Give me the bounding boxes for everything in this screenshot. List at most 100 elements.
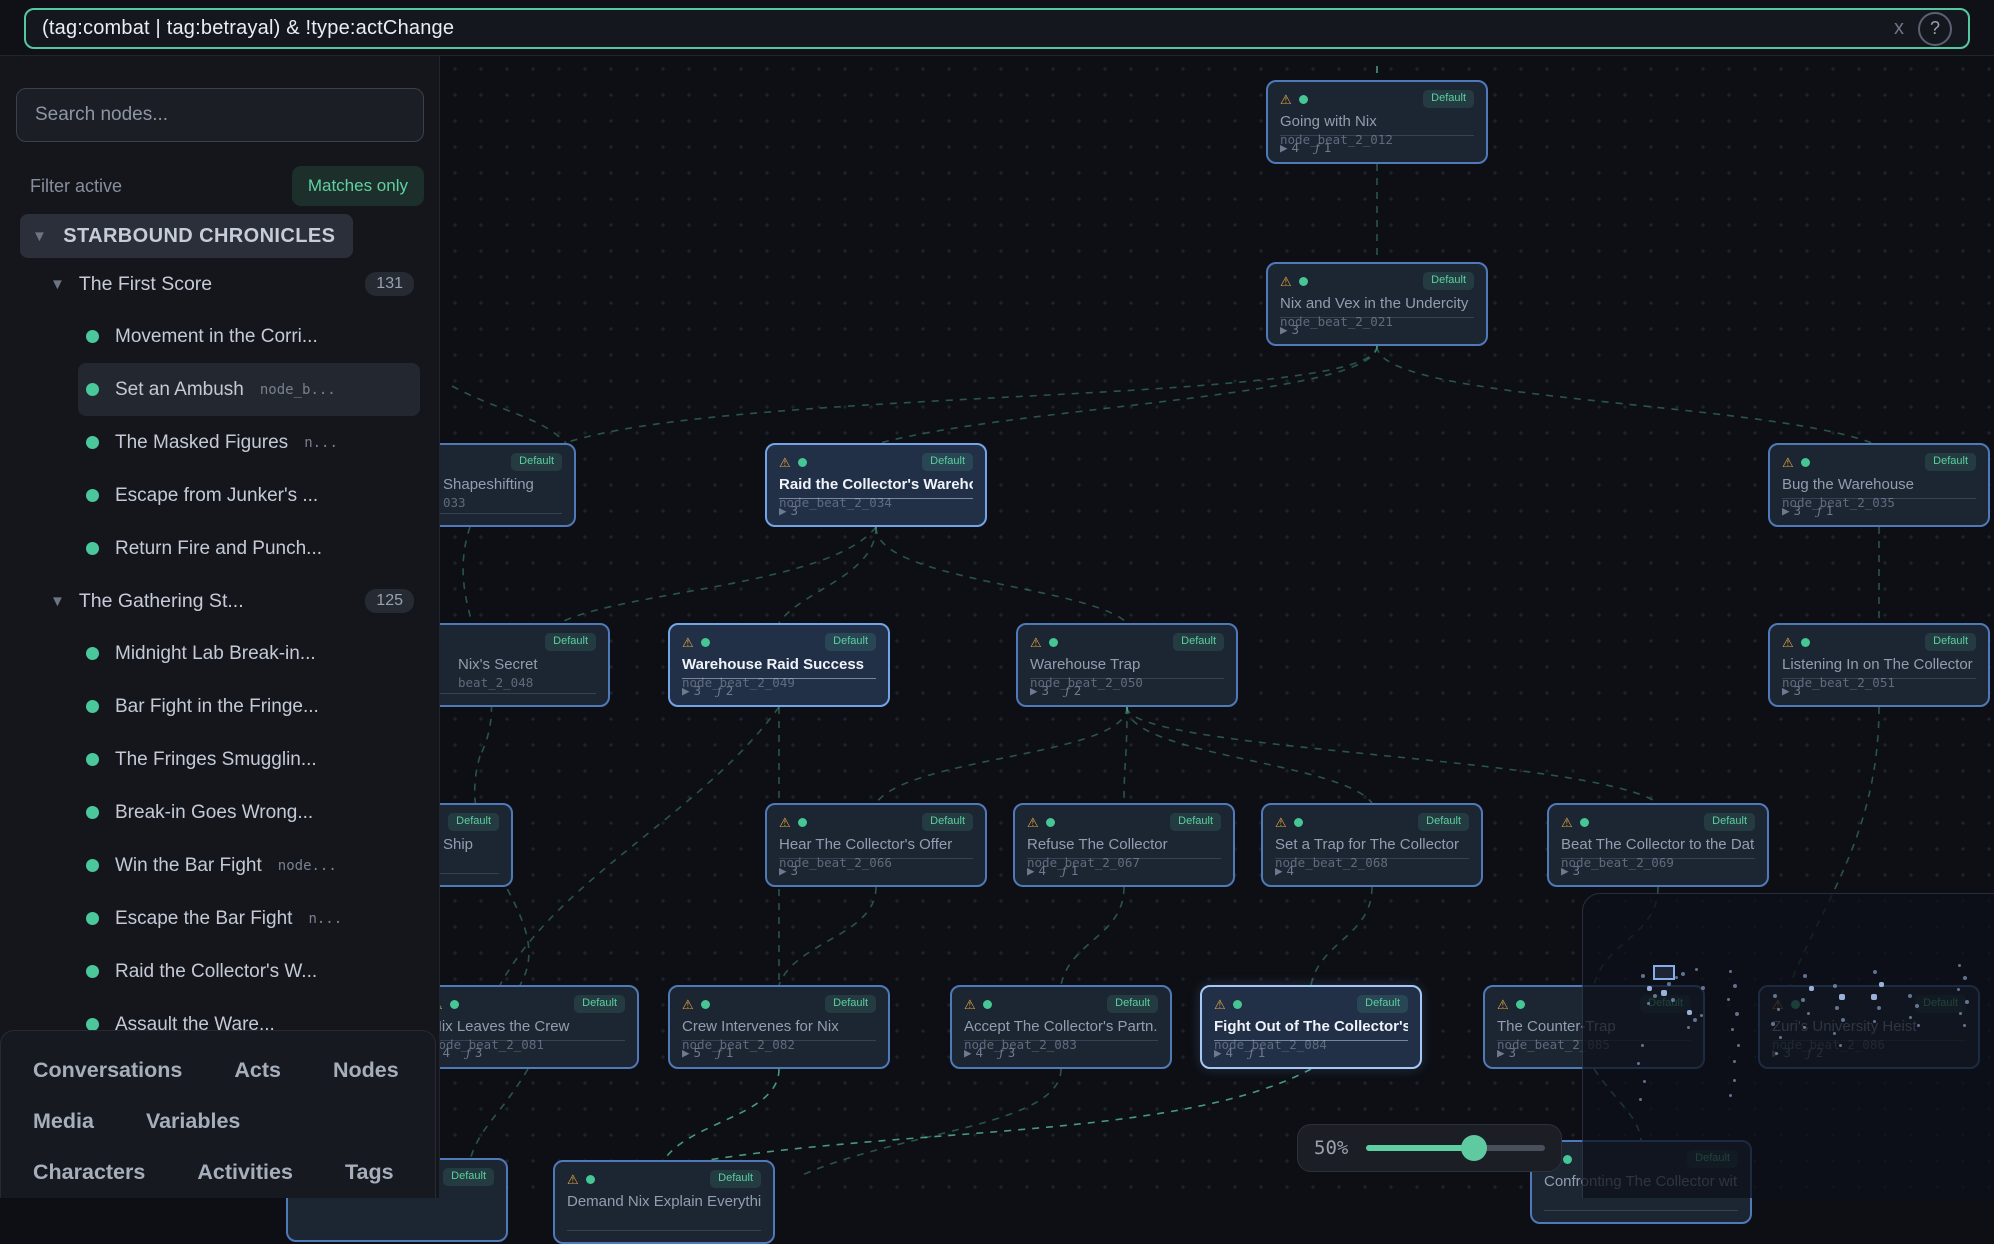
node-title: Hear The Collector's Offer (779, 836, 973, 853)
graph-node[interactable]: ⚠DefaultDemand Nix Explain Everythi... (553, 1160, 775, 1244)
warning-icon: ⚠ (1027, 816, 1039, 829)
tree-leaf-row[interactable]: Midnight Lab Break-in... (78, 627, 420, 680)
tree-leaf-label: Midnight Lab Break-in... (115, 643, 316, 665)
collapse-icon[interactable]: ▼ (32, 228, 47, 245)
status-dot-icon (1294, 818, 1303, 827)
graph-node[interactable]: ⚠DefaultNix and Vex in the Undercitynode… (1266, 262, 1488, 346)
node-tree: ▼ STARBOUND CHRONICLES ▼The First Score1… (0, 214, 440, 1030)
filter-row: Filter active Matches only (16, 160, 424, 212)
graph-node[interactable]: ⚠DefaultNix Leaves the Crewnode_beat_2_0… (417, 985, 639, 1069)
default-badge: Default (922, 453, 973, 470)
default-badge: Default (448, 813, 499, 830)
tree-leaf-row[interactable]: The Masked Figures n... (78, 416, 420, 469)
graph-node[interactable]: ⚠DefaultCrew Intervenes for Nixnode_beat… (668, 985, 890, 1069)
connection-edge (1377, 346, 1872, 443)
node-footer: ▶3 (1782, 678, 1976, 698)
minimap-node-dot (1915, 1004, 1919, 1008)
node-title: Demand Nix Explain Everythi... (567, 1193, 761, 1210)
tree-group-row[interactable]: ▼The First Score131 (20, 258, 420, 310)
help-button[interactable]: ? (1918, 12, 1952, 46)
node-footer: ▶5ƒ1 (682, 1040, 876, 1060)
tree-leaf-row[interactable]: Return Fire and Punch... (78, 522, 420, 575)
tree-leaf-id-suffix: n... (304, 435, 338, 451)
default-badge: Default (1107, 995, 1158, 1012)
node-dot-icon (86, 436, 99, 449)
play-count-value: 3 (791, 863, 799, 878)
tree-leaf-row[interactable]: Movement in the Corri... (78, 310, 420, 363)
node-header: ⚠Default (1561, 814, 1755, 830)
play-icon: ▶ (964, 1045, 972, 1060)
search-input[interactable] (16, 88, 424, 142)
minimap[interactable] (1582, 893, 1994, 1198)
fork-count: ƒ2 (717, 683, 733, 698)
graph-node[interactable]: ⚠DefaultRaid the Collector's Warehouseno… (765, 443, 987, 527)
tab-media[interactable]: Media (33, 1109, 94, 1134)
graph-node[interactable]: ⚠DefaultHear The Collector's Offernode_b… (765, 803, 987, 887)
node-footer: ▶4ƒ1 (1027, 858, 1221, 878)
tab-variables[interactable]: Variables (146, 1109, 240, 1134)
play-count: ▶4 (964, 1045, 983, 1060)
collapse-icon[interactable]: ▼ (50, 593, 65, 610)
zoom-slider-thumb[interactable] (1461, 1135, 1487, 1161)
graph-node[interactable]: ⚠DefaultGoing with Nixnode_beat_2_012▶4ƒ… (1266, 80, 1488, 164)
tree-leaf-label: The Fringes Smugglin... (115, 749, 317, 771)
minimap-node-dot (1637, 1062, 1640, 1065)
graph-node[interactable]: ⚠DefaultRefuse The Collectornode_beat_2_… (1013, 803, 1235, 887)
graph-node[interactable]: ⚠DefaultWarehouse Trapnode_beat_2_050▶3ƒ… (1016, 623, 1238, 707)
matches-only-button[interactable]: Matches only (292, 166, 424, 206)
tree-group-row[interactable]: ▼The Gathering St...125 (20, 575, 420, 627)
graph-node[interactable]: ⚠DefaultBug the Warehousenode_beat_2_035… (1768, 443, 1990, 527)
tree-leaf-row[interactable]: Escape the Bar Fightn... (78, 892, 420, 945)
tree-leaf-row[interactable]: Escape from Junker's ... (78, 469, 420, 522)
graph-node[interactable]: ⚠DefaultSet a Trap for The Collectornode… (1261, 803, 1483, 887)
query-input[interactable]: (tag:combat | tag:betrayal) & !type:actC… (24, 8, 1970, 49)
graph-node[interactable]: ⚠DefaultFight Out of The Collector's ...… (1200, 985, 1422, 1069)
tree-leaf-row[interactable]: Raid the Collector's W... (78, 945, 420, 998)
tree-leaf-row[interactable]: Break-in Goes Wrong... (78, 786, 420, 839)
play-icon: ▶ (1030, 683, 1038, 698)
tree-leaf-row[interactable]: Set an Ambushnode_b... (78, 363, 420, 416)
bottom-tabs-panel: Conversations Acts NodesMedia VariablesChar… (0, 1030, 436, 1198)
tree-leaf-label: The Masked Figures (115, 432, 288, 454)
connection-edge (779, 887, 876, 985)
clear-query-button[interactable]: x (1880, 17, 1918, 40)
play-count: ▶4 (1027, 863, 1046, 878)
play-icon: ▶ (1280, 140, 1288, 155)
node-footer: ▶3 (779, 498, 973, 518)
minimap-node-dot (1675, 976, 1678, 979)
minimap-node-dot (1733, 984, 1737, 988)
graph-node[interactable]: ⚠DefaultListening In on The Collectornod… (1768, 623, 1990, 707)
status-dot-icon (586, 1175, 595, 1184)
tab-activities[interactable]: Activities (197, 1160, 293, 1185)
node-dot-icon (86, 647, 99, 660)
tree-root-row[interactable]: ▼ STARBOUND CHRONICLES (20, 214, 353, 258)
minimap-node-dot (1661, 990, 1667, 996)
tab-conversations[interactable]: Conversations (33, 1058, 182, 1083)
connection-edge (452, 386, 566, 443)
node-title: Nix and Vex in the Undercity (1280, 295, 1474, 312)
minimap-node-dot (1731, 1028, 1734, 1031)
node-title: Listening In on The Collector (1782, 656, 1976, 673)
graph-node[interactable]: ⚠DefaultBeat The Collector to the Datano… (1547, 803, 1769, 887)
tree-leaf-row[interactable]: The Fringes Smugglin... (78, 733, 420, 786)
status-dot-icon (1299, 277, 1308, 286)
zoom-slider[interactable] (1366, 1145, 1545, 1151)
fork-count-value: 2 (1074, 683, 1082, 698)
tab-tags[interactable]: Tags (345, 1160, 394, 1185)
default-badge: Default (825, 995, 876, 1012)
status-dot-icon (798, 458, 807, 467)
tab-acts[interactable]: Acts (234, 1058, 281, 1083)
tab-nodes[interactable]: Nodes (333, 1058, 399, 1083)
minimap-node-dot (1667, 982, 1671, 986)
tab-characters[interactable]: Characters (33, 1160, 145, 1185)
minimap-viewport[interactable] (1653, 965, 1675, 980)
collapse-icon[interactable]: ▼ (50, 276, 65, 293)
graph-node[interactable]: ⚠DefaultWarehouse Raid Successnode_beat_… (668, 623, 890, 707)
play-icon: ▶ (1497, 1045, 1505, 1060)
tree-leaf-row[interactable]: Bar Fight in the Fringe... (78, 680, 420, 733)
minimap-node-dot (1803, 1026, 1806, 1029)
play-count: ▶3 (1561, 863, 1580, 878)
graph-node[interactable]: ⚠DefaultAccept The Collector's Partn...n… (950, 985, 1172, 1069)
tree-leaf-row[interactable]: Win the Bar Fightnode... (78, 839, 420, 892)
tree-leaf-id-suffix: node... (278, 858, 337, 874)
